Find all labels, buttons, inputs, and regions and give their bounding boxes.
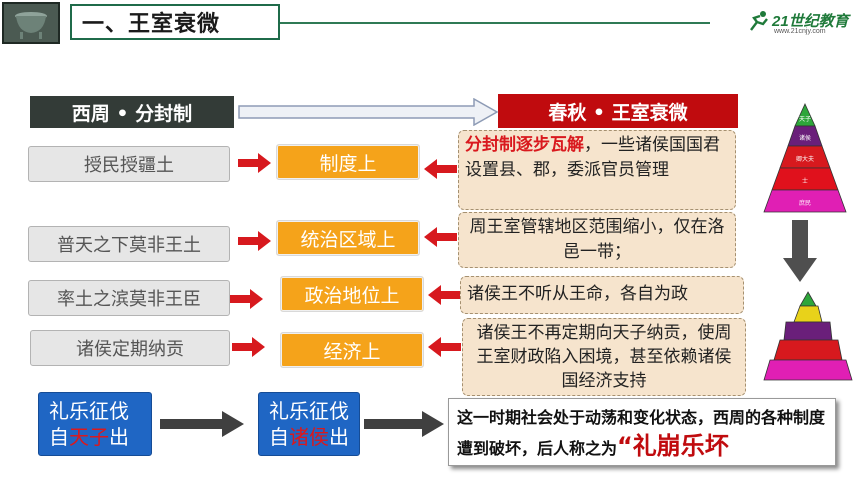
left-item-3: 率土之滨莫非王臣 bbox=[28, 280, 230, 316]
bottom-left-red: 天子 bbox=[69, 425, 109, 449]
bottom-left-suffix: 出 bbox=[109, 425, 129, 449]
pyramid-hierarchy-lower bbox=[763, 291, 853, 381]
middle-item-4: 经济上 bbox=[280, 332, 424, 368]
bottom-middle-red: 诸侯 bbox=[289, 425, 329, 449]
bottom-middle-prefix: 自 bbox=[269, 425, 289, 449]
hollow-arrow-icon bbox=[238, 98, 499, 126]
runner-icon bbox=[750, 11, 768, 31]
right-arrow-icon bbox=[232, 337, 265, 357]
left-arrow-icon bbox=[428, 285, 461, 305]
right-arrow-icon bbox=[238, 231, 271, 251]
logo-subtext: www.21cnjy.com bbox=[774, 28, 826, 35]
left-item-2: 普天之下莫非王土 bbox=[28, 226, 230, 262]
left-item-1: 授民授疆土 bbox=[28, 146, 230, 182]
middle-item-3: 政治地位上 bbox=[280, 276, 424, 312]
brand-logo: 21世纪教育 www.21cnjy.com bbox=[745, 10, 857, 36]
title-underline bbox=[280, 22, 710, 24]
page-title: 一、王室衰微 bbox=[70, 4, 280, 40]
summary-text: 这一时期社会处于动荡和变化状态，西周的各种制度遭到破坏，后人称之为 bbox=[457, 408, 826, 458]
pyramid-label-4: 士 bbox=[802, 177, 808, 185]
pyramid-label-3: 卿大夫 bbox=[796, 155, 814, 163]
pyramid-label-5: 庶民 bbox=[799, 199, 811, 207]
right-item-1-text: ，一些诸侯国国君设置县、郡，委派官员管理 bbox=[465, 135, 720, 180]
left-item-4: 诸侯定期纳贡 bbox=[30, 330, 230, 366]
bronze-vessel-thumbnail bbox=[2, 2, 60, 44]
right-arrow-icon bbox=[230, 289, 263, 309]
right-item-1: 分封制逐步瓦解，一些诸侯国国君设置县、郡，委派官员管理 bbox=[458, 130, 736, 210]
right-item-4: 诸侯王不再定期向天子纳贡，使周王室财政陷入困境，甚至依赖诸侯国经济支持 bbox=[462, 318, 746, 396]
right-item-2: 周王室管辖地区范围缩小，仅在洛邑一带； bbox=[458, 212, 736, 268]
bottom-middle-line1: 礼乐征伐 bbox=[269, 399, 349, 423]
middle-item-1: 制度上 bbox=[276, 144, 420, 180]
logo-text: 21世纪教育 bbox=[772, 13, 849, 30]
bottom-middle-suffix: 出 bbox=[329, 425, 349, 449]
right-item-3: 诸侯王不听从王命，各自为政 bbox=[460, 276, 744, 314]
bottom-left-line1: 礼乐征伐 bbox=[49, 399, 129, 423]
pyramid-label-1: 天子 bbox=[799, 116, 811, 123]
left-arrow-icon bbox=[428, 337, 461, 357]
left-arrow-icon bbox=[424, 159, 457, 179]
right-section-header: 春秋 • 王室衰微 bbox=[498, 94, 738, 128]
pyramid-hierarchy-upper: 天子 诸侯 卿大夫 士 庶民 bbox=[763, 103, 847, 213]
pyramid-label-2: 诸侯 bbox=[799, 134, 811, 142]
right-arrow-icon bbox=[238, 153, 271, 173]
middle-item-2: 统治区域上 bbox=[276, 220, 420, 256]
down-arrow-icon bbox=[783, 220, 817, 282]
bottom-left-box: 礼乐征伐 自天子出 bbox=[38, 392, 152, 456]
summary-emphasis: “礼崩乐坏 bbox=[617, 432, 729, 460]
bold-right-arrow-icon bbox=[160, 411, 244, 437]
left-arrow-icon bbox=[424, 227, 457, 247]
right-item-1-highlight: 分封制逐步瓦解 bbox=[465, 135, 584, 155]
left-section-header: 西周 • 分封制 bbox=[30, 96, 234, 128]
summary-box: 这一时期社会处于动荡和变化状态，西周的各种制度遭到破坏，后人称之为“礼崩乐坏 bbox=[448, 398, 836, 466]
bold-right-arrow-icon bbox=[364, 411, 444, 437]
bottom-left-prefix: 自 bbox=[49, 425, 69, 449]
bottom-middle-box: 礼乐征伐 自诸侯出 bbox=[258, 392, 360, 456]
